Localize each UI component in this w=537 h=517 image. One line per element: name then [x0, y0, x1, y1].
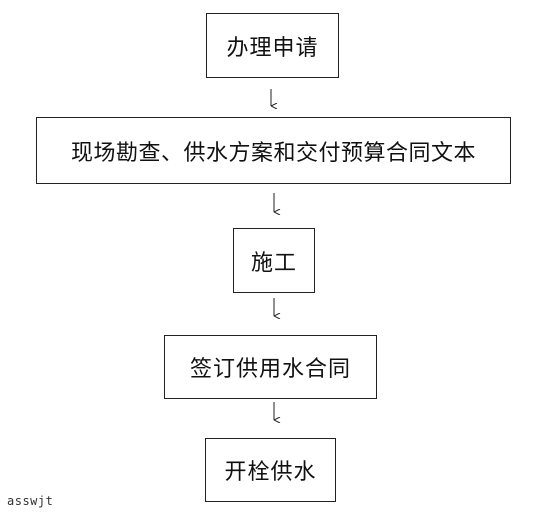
flow-step-label: 施工 — [250, 250, 297, 276]
watermark-text: asswjt — [7, 494, 54, 508]
flow-step-label: 签订供用水合同 — [189, 357, 351, 382]
flow-step-open-supply: 开栓供水 — [205, 438, 336, 502]
flow-step-survey-plan-budget: 现场勘查、供水方案和交付预算合同文本 — [36, 117, 511, 184]
flow-step-apply: 办理申请 — [206, 13, 339, 78]
flow-step-label: 开栓供水 — [224, 460, 317, 485]
flow-step-sign-contract: 签订供用水合同 — [164, 335, 377, 399]
flow-step-construction: 施工 — [233, 228, 315, 293]
flow-step-label: 办理申请 — [226, 35, 319, 61]
flow-step-label: 现场勘查、供水方案和交付预算合同文本 — [70, 140, 476, 166]
